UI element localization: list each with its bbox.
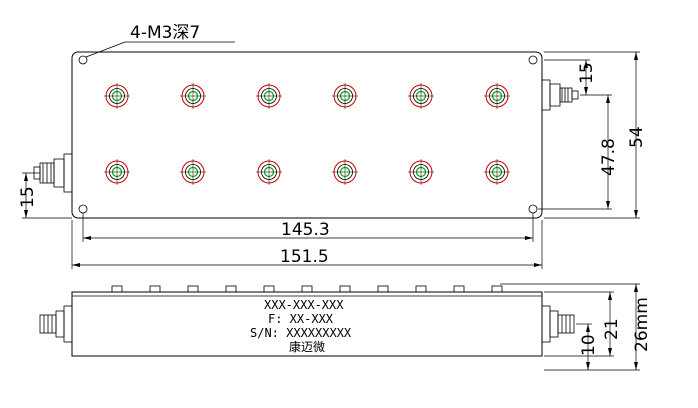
dim-151-5: 151.5 <box>71 220 543 269</box>
tuning-screw <box>104 159 130 185</box>
connector-left <box>33 153 73 193</box>
side-connector-left <box>39 305 73 343</box>
connector-right <box>541 79 579 111</box>
tuning-screw <box>180 159 206 185</box>
dim-26mm-text: 26mm <box>632 297 652 352</box>
side-screw-head <box>339 285 351 293</box>
mounting-hole-bottom-right <box>528 204 538 214</box>
label-frequency: F: XX-XXX <box>268 312 334 326</box>
dim-54-text: 54 <box>627 126 647 148</box>
label-serial: S/N: XXXXXXXXX <box>250 326 352 340</box>
side-screw-head <box>263 285 275 293</box>
side-screw-head <box>415 285 427 293</box>
dim-47-8-text: 47.8 <box>599 138 619 176</box>
side-view: XXX-XXX-XXX F: XX-XXX S/N: XXXXXXXXX 康迈微… <box>39 283 652 371</box>
top-view-body <box>71 51 543 219</box>
tuning-screw <box>484 83 510 109</box>
tuning-screw <box>408 159 434 185</box>
tuning-screw <box>332 159 358 185</box>
tuning-screws <box>104 83 510 185</box>
dim-10: 10 <box>576 323 599 370</box>
side-screw-head <box>225 285 237 293</box>
dim-21: 21 <box>544 291 622 357</box>
side-screw-head <box>491 285 503 293</box>
top-view: 4-M3深7 <box>18 23 647 269</box>
dim-47-8: 47.8 <box>538 94 619 210</box>
mounting-hole-top-right <box>528 55 538 65</box>
tuning-screw <box>332 83 358 109</box>
tuning-screw <box>180 83 206 109</box>
dim-15-left-text: 15 <box>18 186 38 208</box>
side-screw-head <box>187 285 199 293</box>
side-screw-head <box>377 285 389 293</box>
dim-15-left: 15 <box>18 172 72 219</box>
mounting-hole-top-left <box>78 55 88 65</box>
tuning-screw <box>484 159 510 185</box>
side-screw-head <box>453 285 465 293</box>
dim-10-text: 10 <box>579 334 599 356</box>
hole-note-leader <box>85 41 126 58</box>
dim-145-3-text: 145.3 <box>281 220 330 240</box>
label-brand: 康迈微 <box>289 339 325 354</box>
side-screw-head <box>149 285 161 293</box>
side-screw-head <box>111 285 123 293</box>
side-screw-heads <box>111 285 503 293</box>
mounting-hole-bottom-left <box>78 204 88 214</box>
tuning-screw <box>104 83 130 109</box>
dim-15-right-text: 15 <box>577 62 597 84</box>
label-model: XXX-XXX-XXX <box>264 298 344 312</box>
side-connector-right <box>541 305 575 343</box>
dim-21-text: 21 <box>602 318 622 340</box>
dim-151-5-text: 151.5 <box>280 247 329 267</box>
tuning-screw <box>256 159 282 185</box>
dim-145-3: 145.3 <box>82 213 534 242</box>
hole-note-text: 4-M3深7 <box>130 23 200 43</box>
tuning-screw <box>408 83 434 109</box>
side-screw-head <box>301 285 313 293</box>
dim-54: 54 <box>544 51 647 219</box>
tuning-screw <box>256 83 282 109</box>
dim-26mm: 26mm <box>500 283 652 371</box>
dim-15-right: 15 <box>544 59 597 95</box>
mounting-holes <box>78 55 538 214</box>
